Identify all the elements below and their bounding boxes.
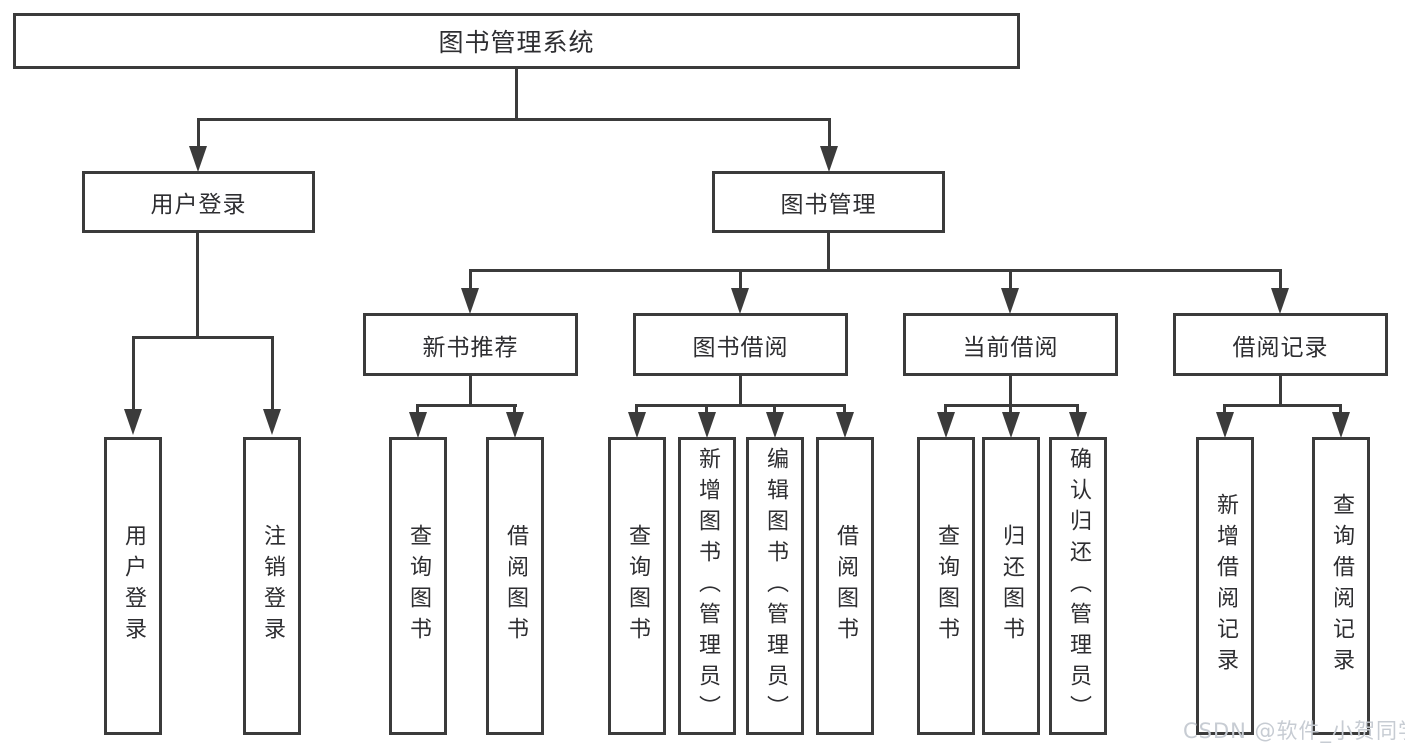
connector-stem — [1076, 404, 1079, 414]
connector-stem — [416, 404, 419, 414]
connector-login-stem — [196, 233, 199, 338]
leaf-label: 查询图书 — [934, 524, 959, 648]
leaf-label: 查询图书 — [406, 524, 431, 648]
arrowhead-recommend — [461, 288, 479, 314]
connector-root-stem — [515, 69, 518, 120]
connector-stem — [773, 404, 776, 414]
leaf-recommend-borrow-books: 借阅图书 — [486, 437, 544, 735]
arrowhead-leaf-logout — [263, 409, 281, 435]
node-book-borrow: 图书借阅 — [633, 313, 848, 376]
connector-stem — [635, 404, 638, 414]
leaf-current-return-books: 归还图书 — [982, 437, 1040, 735]
connector-stem-book-mgmt — [828, 118, 831, 148]
arrowhead-records — [1271, 288, 1289, 314]
connector-stem-current — [1009, 269, 1012, 291]
connector-recommend-stem — [469, 376, 472, 407]
connector-stem — [1223, 404, 1226, 414]
arrowhead-book-mgmt — [820, 146, 838, 172]
connector-stem — [1339, 404, 1342, 414]
node-root-label: 图书管理系统 — [438, 28, 595, 57]
connector-level2-hline — [197, 118, 831, 121]
node-user-login-label: 用户登录 — [150, 192, 247, 218]
leaf-label: 借阅图书 — [833, 524, 858, 648]
leaf-user-login-label: 用户登录 — [121, 524, 146, 648]
leaf-label: 编辑图书（管理员） — [763, 446, 788, 726]
connector-stem — [513, 404, 516, 414]
arrowhead-current — [1001, 288, 1019, 314]
node-book-management-label: 图书管理 — [780, 192, 877, 218]
node-borrow-records: 借阅记录 — [1173, 313, 1388, 376]
connector-stem-recommend — [469, 269, 472, 291]
arrowhead — [1002, 412, 1020, 438]
leaf-label: 归还图书 — [999, 524, 1024, 648]
connector-current-stem — [1009, 376, 1012, 407]
leaf-logout: 注销登录 — [243, 437, 301, 735]
leaf-user-login: 用户登录 — [104, 437, 162, 735]
connector-stem — [1009, 404, 1012, 414]
connector-stem-borrow — [739, 269, 742, 291]
leaf-records-query-record: 查询借阅记录 — [1312, 437, 1370, 735]
connector-stem — [843, 404, 846, 414]
arrowhead — [506, 412, 524, 438]
node-current-borrow-label: 当前借阅 — [962, 334, 1059, 361]
arrowhead — [937, 412, 955, 438]
connector-stem-leaf-logout — [271, 336, 274, 410]
arrowhead-borrow — [731, 288, 749, 314]
arrowhead — [1216, 412, 1234, 438]
arrowhead-user-login — [189, 146, 207, 172]
leaf-label: 新增借阅记录 — [1213, 493, 1238, 679]
node-current-borrow: 当前借阅 — [903, 313, 1118, 376]
csdn-watermark: CSDN @软件_小贺同学 — [1183, 719, 1405, 743]
connector-login-hline — [132, 336, 274, 339]
leaf-label: 新增图书（管理员） — [695, 446, 720, 726]
node-book-borrow-label: 图书借阅 — [692, 334, 789, 361]
node-root-library-system: 图书管理系统 — [13, 13, 1020, 69]
leaf-borrow-add-books-admin: 新增图书（管理员） — [678, 437, 736, 735]
arrowhead — [1332, 412, 1350, 438]
connector-stem — [944, 404, 947, 414]
node-new-book-recommend-label: 新书推荐 — [422, 334, 519, 361]
leaf-label: 确认归还（管理员） — [1066, 446, 1091, 726]
leaf-borrow-borrow-books: 借阅图书 — [816, 437, 874, 735]
connector-borrow-hline — [635, 404, 846, 407]
leaf-recommend-query-books: 查询图书 — [389, 437, 447, 735]
node-borrow-records-label: 借阅记录 — [1232, 334, 1329, 361]
arrowhead — [1069, 412, 1087, 438]
leaf-borrow-query-books: 查询图书 — [608, 437, 666, 735]
leaf-current-confirm-return-admin: 确认归还（管理员） — [1049, 437, 1107, 735]
connector-stem-user-login — [197, 118, 200, 148]
leaf-records-add-record: 新增借阅记录 — [1196, 437, 1254, 735]
arrowhead-leaf-login — [124, 409, 142, 435]
node-new-book-recommend: 新书推荐 — [363, 313, 578, 376]
arrowhead — [409, 412, 427, 438]
leaf-current-query-books: 查询图书 — [917, 437, 975, 735]
connector-recommend-hline — [416, 404, 517, 407]
connector-level3-hline — [469, 269, 1282, 272]
node-user-login: 用户登录 — [82, 171, 315, 233]
connector-stem — [705, 404, 708, 414]
leaf-label: 查询借阅记录 — [1329, 493, 1354, 679]
connector-records-stem — [1279, 376, 1282, 407]
arrowhead — [628, 412, 646, 438]
connector-stem-leaf-login — [132, 336, 135, 410]
connector-mgmt-stem — [827, 233, 830, 272]
leaf-borrow-edit-books-admin: 编辑图书（管理员） — [746, 437, 804, 735]
connector-borrow-stem — [739, 376, 742, 407]
connector-stem-records — [1279, 269, 1282, 291]
arrowhead — [698, 412, 716, 438]
node-book-management: 图书管理 — [712, 171, 945, 233]
leaf-label: 借阅图书 — [503, 524, 528, 648]
arrowhead — [766, 412, 784, 438]
leaf-logout-label: 注销登录 — [260, 524, 285, 648]
connector-records-hline — [1223, 404, 1342, 407]
arrowhead — [836, 412, 854, 438]
leaf-label: 查询图书 — [625, 524, 650, 648]
